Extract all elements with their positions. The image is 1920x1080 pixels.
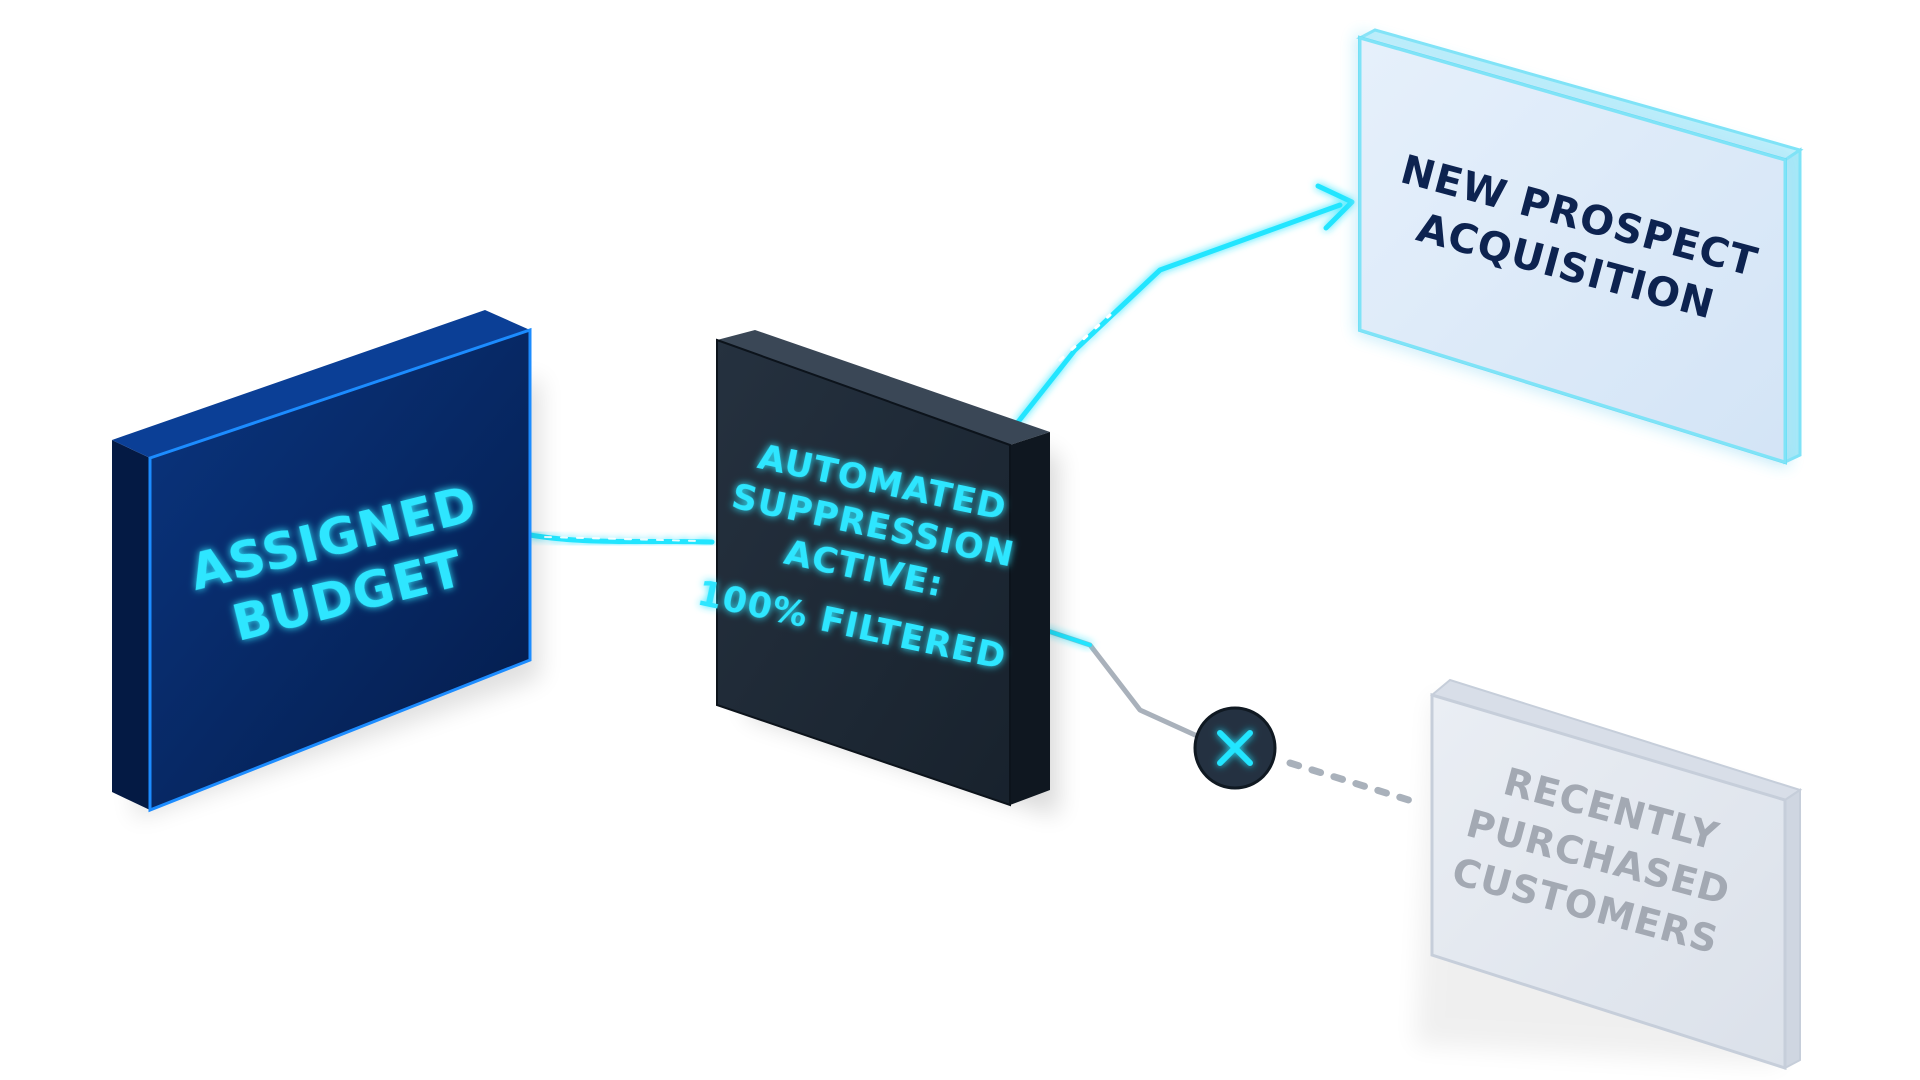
blocked-marker xyxy=(1193,706,1277,790)
link-suppression-to-prospect xyxy=(1015,183,1355,425)
link-budget-to-suppression xyxy=(527,532,715,545)
node-assigned-budget: ASSIGNED BUDGET xyxy=(112,310,540,818)
node-recently-purchased-customers: RECENTLY PURCHASED CUSTOMERS xyxy=(1415,678,1803,1071)
x-icon xyxy=(1217,730,1253,766)
arrowhead-icon xyxy=(1315,183,1355,231)
node-automated-suppression: AUTOMATED SUPPRESSION ACTIVE: 100% FILTE… xyxy=(694,330,1058,816)
node-new-prospect-acquisition: NEW PROSPECT ACQUISITION xyxy=(1356,28,1804,465)
